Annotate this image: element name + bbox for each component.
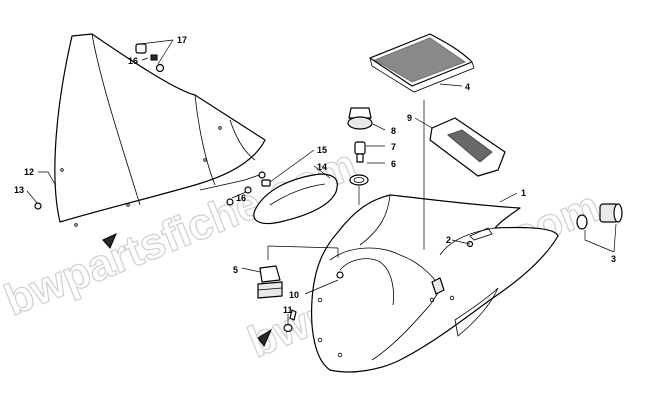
- callout-7: 7: [391, 142, 396, 152]
- callout-11: 11: [283, 305, 293, 315]
- leader-lines: [26, 39, 617, 324]
- callout-13: 13: [14, 185, 24, 195]
- mesh-tray: [369, 33, 475, 93]
- callout-6: 6: [391, 159, 396, 169]
- windshield: [54, 33, 266, 227]
- callout-10: 10: [289, 290, 299, 300]
- callout-4: 4: [465, 82, 470, 92]
- instrument-cluster: [429, 117, 506, 177]
- hood-fasteners: [283, 271, 344, 333]
- callout-17: 17: [177, 35, 187, 45]
- callout-2: 2: [446, 235, 451, 245]
- light-lens: [253, 173, 338, 225]
- callout-16-lower: 16: [236, 193, 246, 203]
- hood: [310, 194, 559, 373]
- callout-1: 1: [521, 188, 526, 198]
- callout-14: 14: [317, 162, 327, 172]
- direction-arrows: [102, 233, 273, 347]
- vent-knob: [576, 203, 623, 230]
- fitting: [257, 265, 283, 299]
- callout-3: 3: [611, 254, 616, 264]
- callout-16-upper: 16: [128, 56, 138, 66]
- callout-labels: 1 2 3 4 5 6 7 8 9 10 11 12 13 14 15 16 1…: [14, 35, 616, 315]
- callout-9: 9: [407, 113, 412, 123]
- callout-12: 12: [24, 167, 34, 177]
- switch-parts: [347, 107, 373, 186]
- callout-15: 15: [317, 145, 327, 155]
- callout-5: 5: [233, 265, 238, 275]
- callout-8: 8: [391, 126, 396, 136]
- windshield-fasteners: [34, 43, 266, 210]
- bulb: [261, 179, 271, 187]
